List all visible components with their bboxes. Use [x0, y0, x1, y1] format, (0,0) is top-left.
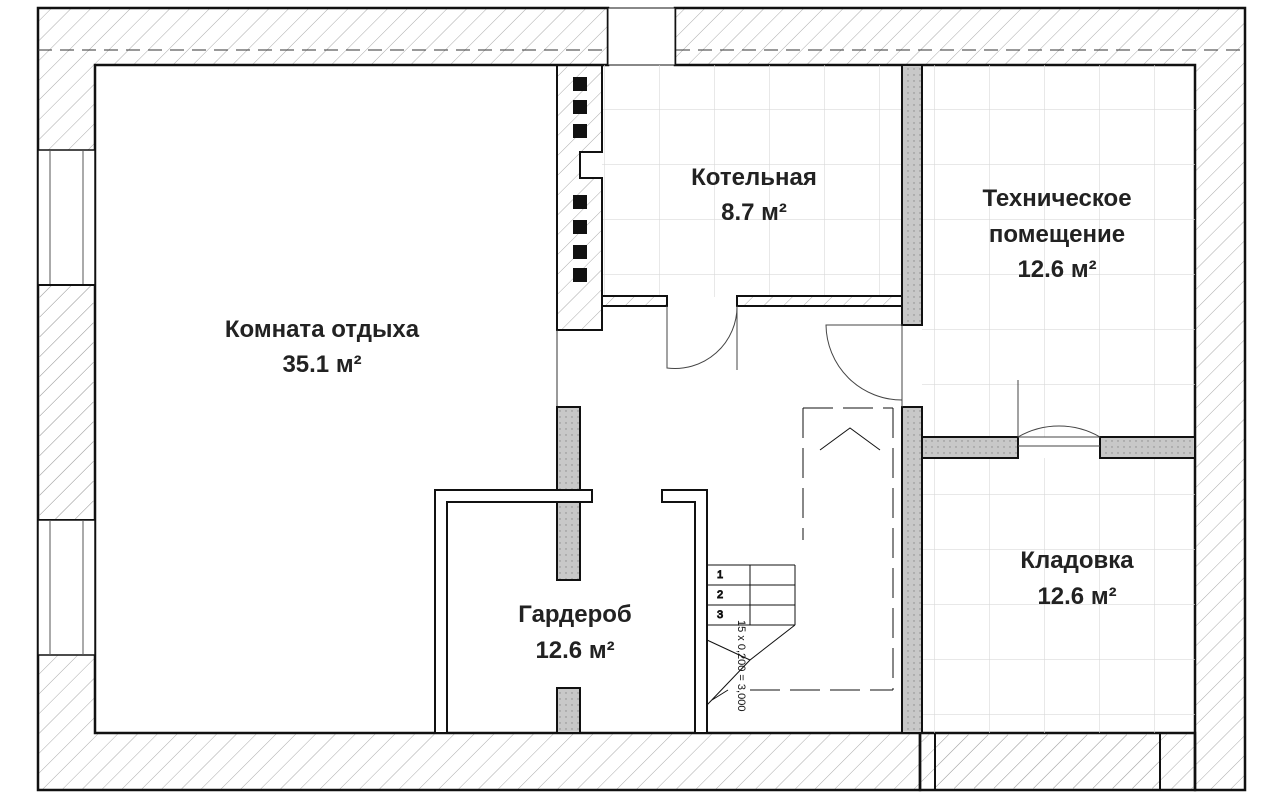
- window-bottom-right: [934, 732, 1161, 791]
- boiler-area: 8.7 м²: [721, 199, 787, 226]
- windows: [37, 7, 1161, 791]
- technical-area: 12.6 м²: [1017, 256, 1096, 283]
- technical-room-floor: [922, 65, 1195, 437]
- boiler-room-floor: [602, 65, 902, 297]
- staircase: 1 2 3 15 x 0,200 = 3,000: [706, 407, 894, 711]
- technical-name-2: помещение: [989, 221, 1125, 248]
- stair-step-1: 1: [717, 569, 723, 581]
- stair-step-2: 2: [717, 589, 723, 601]
- technical-name-1: Техническое: [982, 185, 1131, 212]
- stair-dimension: 15 x 0,200 = 3,000: [735, 620, 747, 711]
- storage-name: Кладовка: [1020, 547, 1134, 574]
- stair-step-3: 3: [717, 609, 723, 621]
- storage-area: 12.6 м²: [1037, 583, 1116, 610]
- wardrobe-area: 12.6 м²: [535, 637, 614, 664]
- wardrobe-name: Гардероб: [518, 601, 631, 628]
- storage-room-floor: [922, 458, 1195, 733]
- top-opening: [607, 7, 676, 66]
- window-left-middle: [37, 284, 96, 521]
- boiler-name: Котельная: [691, 164, 817, 191]
- doors: [666, 305, 1101, 447]
- lounge-area: 35.1 м²: [282, 351, 361, 378]
- window-left-top: [37, 149, 96, 286]
- window-left-bottom: [37, 519, 96, 656]
- lounge-name: Комната отдыха: [225, 316, 420, 343]
- partitions: [434, 64, 1196, 734]
- ventilation-block: [556, 64, 603, 331]
